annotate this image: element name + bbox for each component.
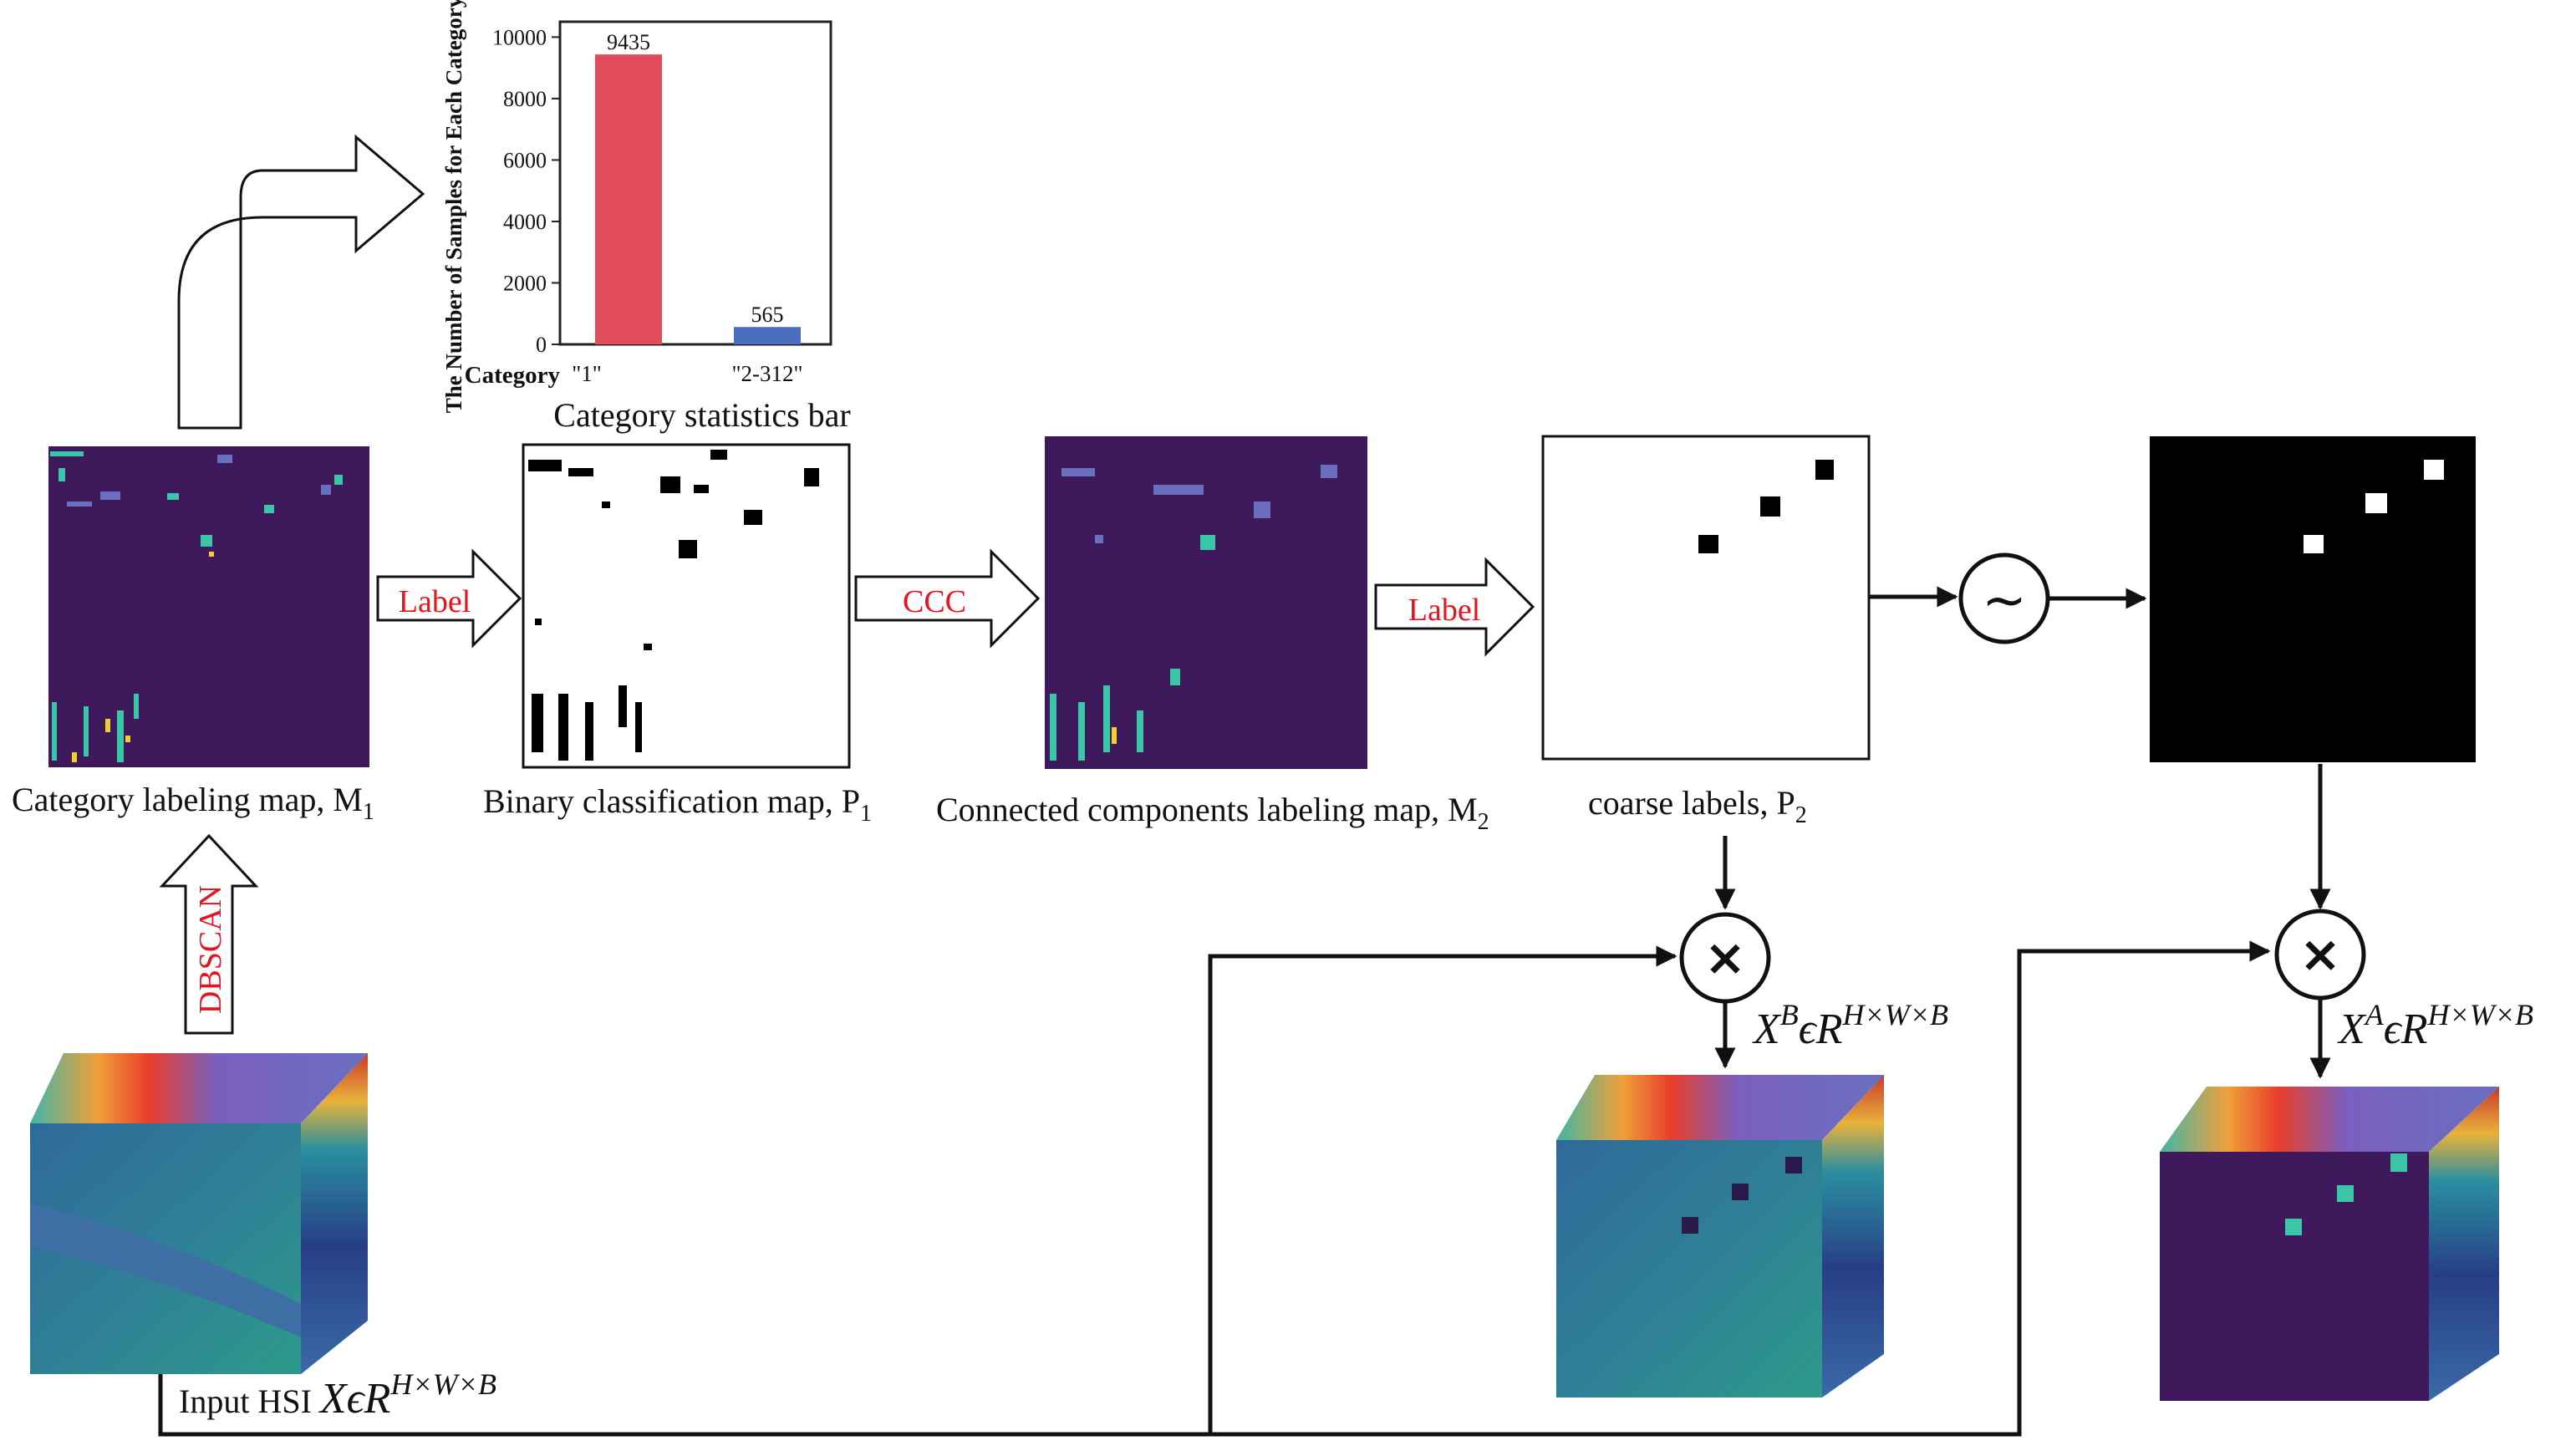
chart-data-label: 9435	[607, 30, 650, 54]
inverted-mask-map	[2150, 436, 2476, 762]
multiply-operator-b: ×	[1679, 912, 1771, 1004]
chart-y-tick-label: 8000	[503, 87, 547, 111]
chart-y-tick-label: 0	[536, 333, 547, 357]
input-route-line-b	[1208, 945, 1677, 1434]
label-arrow-1: Label	[376, 548, 522, 649]
label-arrow-1-text: Label	[399, 584, 471, 619]
chart-y-ticks: 0 2000 4000 6000 8000 10000	[492, 25, 560, 357]
chart-y-tick-label: 2000	[503, 271, 547, 295]
chart-bar	[734, 327, 801, 344]
input-route-line	[158, 940, 2271, 1437]
multiply-operator-a: ×	[2274, 909, 2366, 1000]
chart-x-axis-label: Category	[465, 362, 561, 389]
p1-caption: Binary classification map, P1	[483, 782, 872, 827]
chart-y-tick-label: 10000	[492, 25, 547, 49]
dbscan-arrow: DBSCAN	[159, 833, 259, 1035]
coarse-labels-map	[1541, 435, 1871, 761]
connected-components-map	[1045, 436, 1367, 769]
ccc-arrow-text: CCC	[903, 584, 966, 619]
multiply-symbol-a: ×	[2299, 925, 2341, 984]
input-hsi-cube	[30, 1053, 368, 1374]
p2-caption: coarse labels, P2	[1588, 784, 1807, 828]
m1-caption: Category labeling map, M1	[12, 781, 374, 825]
chart-bar	[595, 54, 662, 344]
category-statistics-chart: 0 2000 4000 6000 8000 10000 9435 "1" 565 "2-312"…	[441, 0, 851, 434]
xa-cube	[2160, 1087, 2499, 1401]
chart-category-label: "1"	[572, 361, 602, 386]
input-hsi-label: Input HSI XϵRH×W×B	[179, 1367, 496, 1423]
chart-category-label: "2-312"	[731, 361, 802, 386]
chart-data-label: 565	[751, 303, 784, 327]
chart-caption: Category statistics bar	[553, 396, 850, 434]
chart-y-tick-label: 6000	[503, 148, 547, 172]
binary-classification-map	[522, 443, 851, 769]
ccc-arrow: CCC	[854, 548, 1041, 649]
chart-y-tick-label: 4000	[503, 210, 547, 234]
label-arrow-2-text: Label	[1408, 593, 1481, 628]
m2-caption: Connected components labeling map, M2	[936, 791, 1489, 835]
xa-label: XAϵRH×W×B	[2337, 998, 2533, 1053]
chart-y-axis-label: The Number of Samples for Each Category	[441, 0, 466, 413]
invert-operator: ~	[1958, 552, 2050, 644]
category-labeling-map	[48, 446, 369, 767]
label-arrow-2: Label	[1374, 557, 1535, 657]
xb-cube	[1556, 1075, 1884, 1398]
curved-up-arrow	[177, 134, 425, 430]
xb-label: XBϵRH×W×B	[1752, 998, 1948, 1053]
invert-symbol: ~	[1982, 570, 2027, 632]
multiply-symbol-b: ×	[1704, 929, 1746, 987]
chart-bars: 9435 "1" 565 "2-312"	[572, 30, 802, 386]
dbscan-arrow-text: DBSCAN	[193, 885, 228, 1014]
